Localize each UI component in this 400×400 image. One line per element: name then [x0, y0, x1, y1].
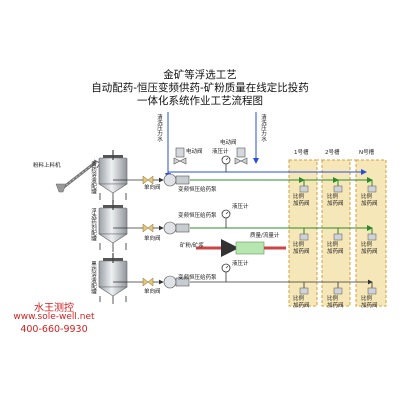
brand-url[interactable]: www.sole-well.net: [13, 312, 95, 322]
dosing-valve-2-2-label: 比例 加药阀: [327, 242, 344, 255]
dosing-valve-n-2: [367, 233, 377, 241]
tank-black-reagent: [97, 253, 129, 302]
pressure-gauge-3-label: 液压计: [232, 261, 249, 267]
slurry-label: 矿粉/矿浆: [180, 243, 204, 249]
dosing-valve-n-3: [367, 287, 377, 295]
pressure-gauge-1-label: 液压计: [212, 149, 229, 155]
tank-1-label: 1号槽: [294, 150, 309, 156]
solenoid-right-label: 电动阀: [220, 140, 237, 146]
pressure-gauge-1: [221, 155, 231, 172]
dosing-valve-1-1: [299, 185, 309, 193]
pressure-gauge-2-label: 液压计: [232, 204, 249, 210]
dosing-valve-1-1-label: 比例 加药阀: [293, 194, 310, 207]
diagram-title-line3: 一体化系统作业工艺流程图: [137, 95, 263, 107]
dosing-valve-2-3-label: 比例 加药阀: [327, 296, 344, 309]
check-valve-row1: [142, 175, 154, 185]
solenoid-valve-left: [173, 147, 187, 165]
pump-3-label: 变频恒压给药泵: [178, 275, 217, 281]
check-valve-row3: [142, 277, 154, 287]
dosing-valve-1-2-label: 比例 加药阀: [293, 242, 310, 255]
feed-line-row2: [112, 225, 373, 252]
dosing-valve-2-3: [333, 287, 343, 295]
powder-feeder: [55, 159, 101, 193]
pump-row2: [163, 221, 190, 235]
dosing-valve-n-3-label: 比例 加药阀: [361, 296, 378, 309]
pump-row3: [163, 275, 190, 289]
pump-row1: [163, 173, 190, 187]
check-valve-3-label: 单向阀: [144, 289, 161, 295]
clean-water-left-label: 清洗压力水: [156, 114, 162, 142]
flowmeter-label: 质量/流量计: [250, 233, 280, 239]
dosing-valve-1-3-label: 比例 加药阀: [293, 296, 310, 309]
flotation-cell-2: [321, 159, 351, 307]
dosing-valve-n-1: [367, 185, 377, 193]
dosing-valve-1-3: [299, 287, 309, 295]
tank-flotation-label: 浮选药剂配罐: [90, 208, 96, 241]
tank-yellow-xanthate: [97, 150, 129, 200]
diagram-title-line1: 金矿等浮选工艺: [163, 69, 237, 81]
check-valve-2-label: 单向阀: [144, 236, 161, 242]
pressure-gauge-3: [221, 263, 231, 282]
solenoid-valve-right: [234, 147, 248, 165]
pressure-gauge-2: [221, 209, 231, 228]
dosing-valve-2-1: [333, 185, 343, 193]
tank-black-label: 黑药溶液配罐: [90, 261, 96, 294]
diagram-title-line2: 自动配药-恒压变频供药-矿粉质量在线定比投药: [91, 82, 309, 94]
tank-yellow-label: 黄药溶液配罐: [90, 161, 96, 194]
feed-line-row1: [112, 177, 373, 203]
tank-2-label: 2号槽: [325, 150, 340, 156]
dosing-valve-1-2: [299, 233, 309, 241]
flotation-cell-1: [288, 159, 318, 307]
feeder-label: 粉料上料机: [33, 163, 61, 169]
dosing-valve-2-1-label: 比例 加药阀: [327, 194, 344, 207]
dosing-valve-2-2: [333, 233, 343, 241]
check-valve-1-label: 单向阀: [144, 185, 161, 191]
flotation-cell-n: [355, 159, 387, 307]
tank-n-label: N号槽: [359, 150, 375, 156]
check-valve-row2: [142, 223, 154, 233]
pump-1-label: 变频恒压给药泵: [178, 187, 217, 193]
brand-name: 水王测控: [34, 303, 74, 314]
dosing-valve-n-2-label: 比例 加药阀: [361, 242, 378, 255]
slurry-line: [196, 239, 286, 257]
dosing-valves: [299, 185, 377, 295]
solenoid-left-label: 电动阀: [186, 149, 203, 155]
pump-2-label: 变频恒压给药泵: [178, 213, 217, 219]
brand-phone: 400-660-9930: [20, 324, 88, 335]
tank-flotation-reagent: [97, 200, 129, 250]
clean-water-right-label: 清洗压力水: [260, 114, 266, 142]
dosing-valve-n-1-label: 比例 加药阀: [361, 194, 378, 207]
